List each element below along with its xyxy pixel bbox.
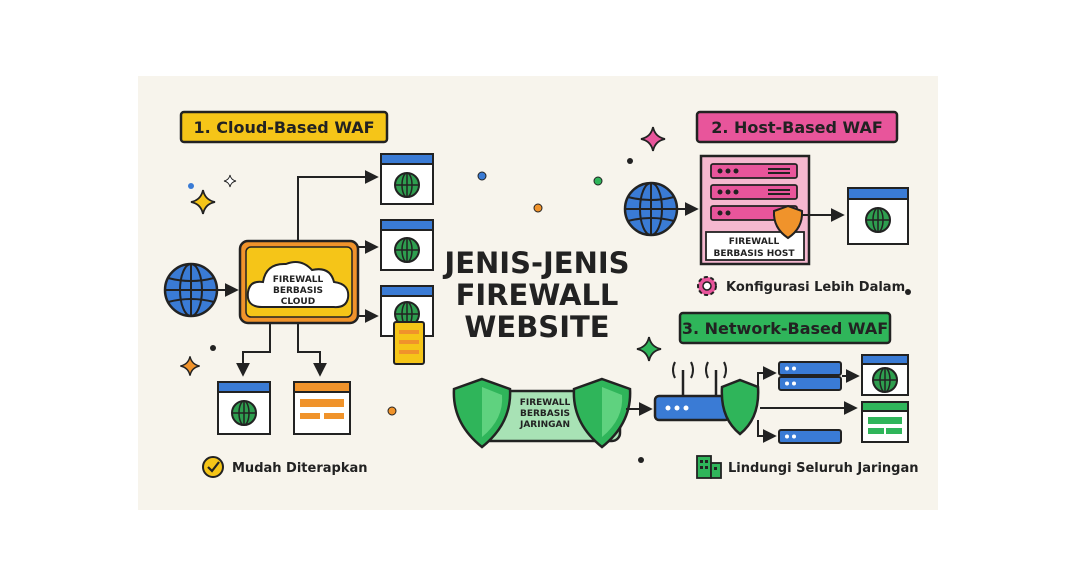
building-icon [696, 455, 722, 479]
title-line-3: WEBSITE [464, 310, 609, 344]
document-icon [393, 321, 425, 365]
cloud-firewall-label-3: CLOUD [281, 297, 315, 307]
browser-window-icon [861, 354, 909, 396]
title-line-1: JENIS-JENIS [442, 246, 629, 280]
cloud-heading-badge [179, 110, 389, 144]
browser-window-icon [217, 381, 271, 435]
server-icon [778, 429, 842, 444]
network-heading-badge [678, 311, 892, 345]
network-firewall-label-2: BERBASIS [520, 409, 570, 419]
browser-window-icon [293, 381, 351, 435]
network-benefit: Lindungi Seluruh Jaringan [728, 461, 919, 476]
host-firewall-label-2: BERBASIS HOST [713, 249, 795, 259]
title-line-2: FIREWALL [456, 278, 619, 312]
network-firewall-label-3: JARINGAN [519, 420, 570, 430]
host-heading: 2. Host-Based WAF [711, 118, 883, 137]
cloud-benefit: Mudah Diterapkan [232, 461, 368, 476]
host-benefit: Konfigurasi Lebih Dalam [726, 280, 905, 295]
decorations [179, 126, 911, 463]
network-firewall-label-1: FIREWALL [520, 398, 571, 408]
host-firewall-label-1: FIREWALL [729, 237, 780, 247]
shield-icon [720, 378, 760, 436]
server-icon [778, 361, 842, 391]
cloud-icon [246, 261, 350, 309]
globe-icon [623, 181, 679, 237]
router-icon [653, 361, 731, 422]
host-heading-badge [695, 110, 899, 144]
shield-icon [772, 204, 804, 240]
main-title: JENIS-JENIS FIREWALL WEBSITE [442, 246, 629, 344]
network-based-section: 3. Network-Based WAF FIREWALL BERBASIS J… [452, 311, 919, 479]
cloud-based-section: 1. Cloud-Based WAF FIREWALL BERBASIS CLO… [163, 110, 434, 478]
check-icon [202, 456, 224, 478]
network-heading: 3. Network-Based WAF [682, 319, 888, 338]
cloud-firewall-label-2: BERBASIS [273, 286, 323, 296]
browser-window-icon [861, 401, 909, 443]
gear-icon [697, 276, 717, 296]
browser-window-icon [380, 153, 434, 205]
browser-window-icon [847, 187, 909, 245]
host-based-section: 2. Host-Based WAF FIREWALL BERBASIS HOST… [623, 110, 909, 296]
globe-icon [163, 262, 219, 318]
cloud-firewall-label-1: FIREWALL [273, 275, 324, 285]
browser-window-icon [380, 219, 434, 271]
cloud-heading: 1. Cloud-Based WAF [193, 118, 374, 137]
